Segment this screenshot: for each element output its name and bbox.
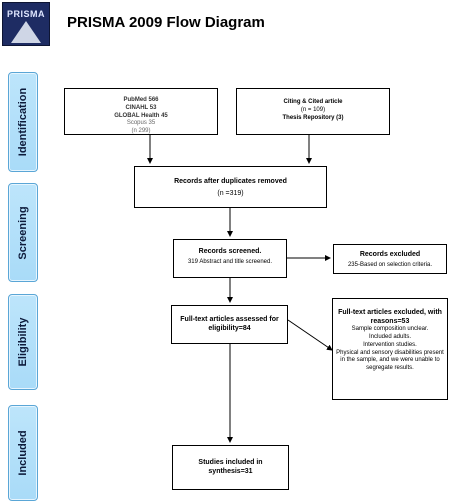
fulltext-excluded-line1: Full-text articles excluded, with — [338, 309, 442, 316]
studies-included-line2: synthesis=31 — [208, 468, 253, 476]
fulltext-excluded-line4: Included adults. — [368, 333, 412, 340]
arrow-fulltext-to-excluded — [287, 319, 333, 351]
fulltext-assessed-box: Full-text articles assessed for eligibil… — [171, 305, 288, 344]
stage-identification: Identification — [8, 72, 38, 172]
records-excluded-title: Records excluded — [359, 251, 421, 258]
stage-included: Included — [8, 405, 38, 501]
records-screened-detail: 319 Abstract and title screened. — [187, 259, 273, 266]
other-sources-line2: (n = 109) — [300, 106, 326, 113]
databases-line3: GLOBAL Health 45 — [114, 112, 168, 119]
records-screened-box: Records screened. 319 Abstract and title… — [173, 239, 287, 278]
stage-screening: Screening — [8, 183, 38, 282]
stage-eligibility: Eligibility — [8, 294, 38, 390]
records-excluded-detail: 235-Based on selection criteria. — [347, 262, 433, 269]
duplicates-removed-title: Records after duplicates removed — [174, 178, 287, 185]
fulltext-excluded-line7: in the sample, and we were unable to — [340, 357, 440, 364]
prisma-logo: PRISMA — [2, 2, 50, 46]
fulltext-assessed-line1: Full-text articles assessed for — [180, 316, 279, 323]
databases-line5: (n 299) — [131, 128, 151, 135]
other-sources-box: Citing & Cited article (n = 109) Thesis … — [236, 88, 390, 135]
studies-included-box: Studies included in synthesis=31 — [172, 445, 289, 490]
other-sources-line1: Citing & Cited article — [283, 99, 343, 105]
records-excluded-box: Records excluded 235-Based on selection … — [333, 244, 447, 274]
fulltext-excluded-line6: Physical and sensory disabilities presen… — [336, 349, 444, 356]
databases-line2: CINAHL 53 — [125, 104, 157, 111]
databases-box: PubMed 566 CINAHL 53 GLOBAL Health 45 Sc… — [64, 88, 218, 135]
logo-text: PRISMA — [6, 9, 45, 19]
logo-triangle-icon — [11, 21, 41, 43]
fulltext-excluded-line3: Sample composition unclear. — [351, 326, 429, 333]
records-screened-title: Records screened. — [198, 248, 262, 255]
fulltext-excluded-box: Full-text articles excluded, with reason… — [332, 298, 448, 400]
fulltext-excluded-line8: segregate results. — [366, 365, 414, 372]
duplicates-removed-box: Records after duplicates removed (n =319… — [134, 166, 327, 208]
fulltext-assessed-line2: eligibility=84 — [208, 325, 251, 333]
fulltext-excluded-line2: reasons=53 — [370, 318, 410, 326]
duplicates-removed-count: (n =319) — [217, 190, 244, 198]
other-sources-line3: Thesis Repository (3) — [282, 114, 344, 121]
studies-included-line1: Studies included in — [198, 459, 263, 466]
databases-line4: Scopus 35 — [126, 120, 156, 127]
databases-line1: PubMed 566 — [123, 97, 159, 103]
fulltext-excluded-line5: Intervention studies. — [363, 341, 417, 348]
page-title: PRISMA 2009 Flow Diagram — [67, 14, 265, 31]
